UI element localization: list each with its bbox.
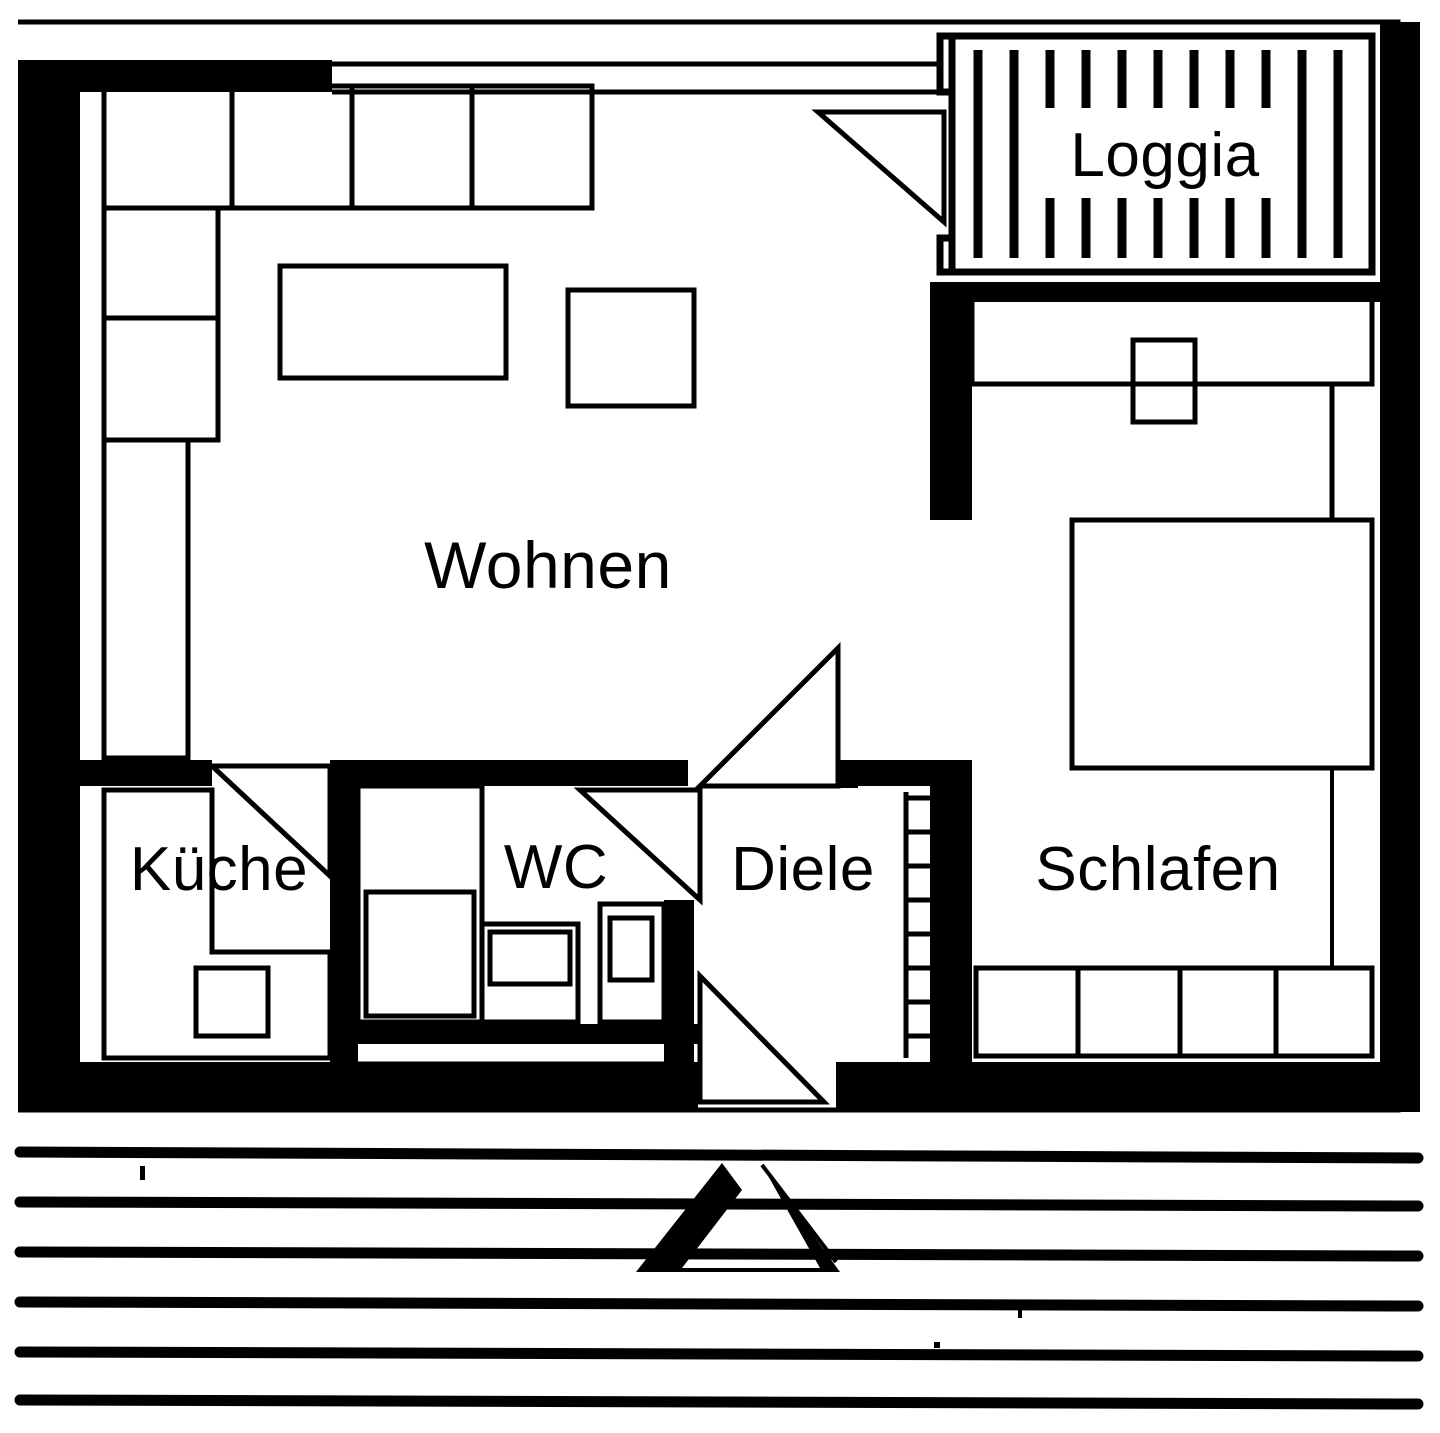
window-top-wohnen — [332, 61, 943, 95]
furniture-toilet-bowl — [607, 915, 655, 983]
loggia-outline — [948, 32, 1376, 276]
door-swing-kueche — [205, 763, 333, 882]
room-label-wc: WC — [504, 833, 608, 902]
furniture-sink-basin — [487, 929, 573, 987]
furniture-kitchen-appliance — [193, 965, 271, 1039]
door-swing-wc — [573, 787, 703, 906]
furniture-sofa — [277, 263, 509, 381]
door-swing-loggia — [811, 109, 947, 228]
wohnen-room: Wohnen — [101, 61, 947, 789]
walls — [18, 22, 1420, 1112]
furniture-kitchen-counter — [101, 787, 333, 1061]
loggia-room: Loggia — [936, 32, 1376, 276]
furniture-toilet-enclosure — [597, 901, 667, 1025]
room-label-kueche: Küche — [130, 835, 308, 904]
furniture-nightstand-square — [1130, 337, 1198, 425]
loggia-railing-slats-lower — [1045, 198, 1271, 258]
loggia-railing-slats-upper — [973, 50, 1343, 258]
room-label-diele: Diele — [731, 835, 875, 904]
wall-exterior-left — [18, 60, 80, 1110]
bottom-hatch-lines — [14, 1146, 1424, 1410]
wc-room: WC — [345, 783, 703, 1067]
kueche-room: Küche — [101, 763, 333, 1061]
wall-stub-diele-top — [836, 760, 858, 788]
door-swing-wohnen-diele — [693, 641, 841, 789]
door-swing-entry — [697, 969, 830, 1105]
furniture-bathtub — [363, 889, 477, 1019]
furniture-armchair — [565, 287, 697, 409]
wall-exterior-bottom-right — [836, 1062, 1398, 1110]
wall-wc-shaft-bottom — [330, 1024, 698, 1044]
furniture-sink-counter — [479, 786, 581, 1025]
triangle-mark-icon — [636, 1163, 840, 1272]
furniture-wardrobe-row — [973, 965, 1375, 1059]
diele-room: Diele — [697, 792, 930, 1105]
room-label-schlafen: Schlafen — [1035, 835, 1280, 904]
wall-wohnen-kueche — [80, 760, 212, 786]
furniture-hall-wardrobe-ticks — [906, 795, 930, 1039]
room-label-wohnen: Wohnen — [424, 528, 672, 602]
loggia-connector-bottom — [936, 234, 952, 276]
furniture-bed — [1069, 517, 1375, 771]
wall-kueche-wc — [330, 760, 358, 1062]
wall-wohnen-wc — [330, 760, 688, 786]
room-label-loggia: Loggia — [1070, 121, 1259, 190]
wall-exterior-right — [1380, 22, 1420, 1112]
service-shaft — [345, 1027, 683, 1067]
scan-specks — [140, 1166, 1022, 1348]
wall-diele-schlafen — [930, 760, 972, 1090]
wall-wohnen-schlafen — [930, 282, 972, 520]
schlafen-room: Schlafen — [969, 293, 1375, 1059]
wall-loggia-schlafen — [930, 282, 1380, 302]
wall-exterior-bottom-left — [18, 1062, 698, 1110]
